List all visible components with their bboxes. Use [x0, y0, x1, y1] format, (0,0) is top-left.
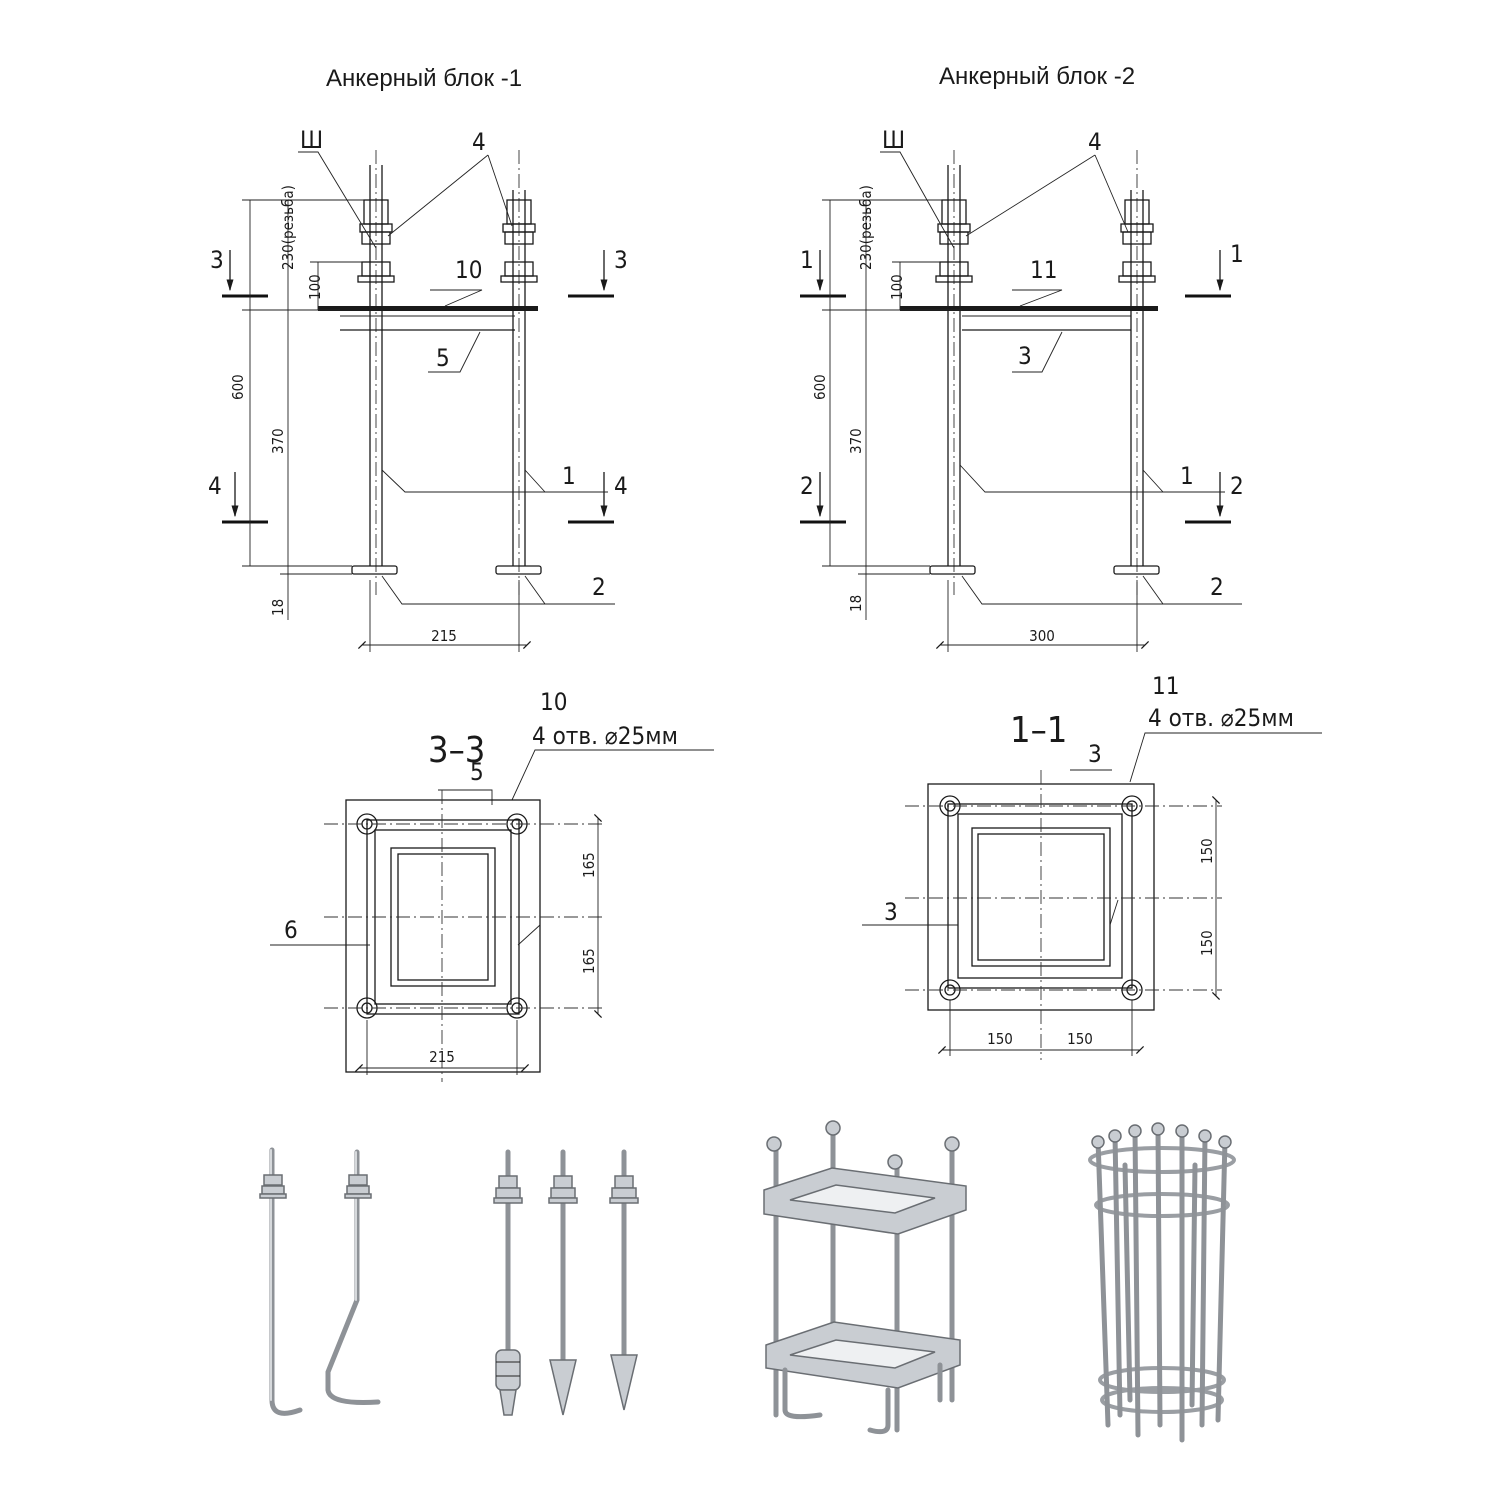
svg-text:18: 18 — [847, 595, 865, 612]
bent-anchor-bolts-icon — [259, 1147, 381, 1416]
section-1-1: 1–1 11 4 отв. ⌀25мм 3 150 150 150 150 3 — [862, 672, 1322, 1060]
svg-text:150: 150 — [1198, 930, 1216, 956]
svg-text:165: 165 — [580, 948, 598, 974]
block1-elevation: 3 3 4 4 230(резьба) 100 600 370 18 — [208, 126, 628, 652]
cone-anchor-bolts-icon — [493, 1149, 639, 1416]
block2-dims-vertical: 230(резьба) 100 600 370 18 — [811, 185, 962, 620]
svg-text:2: 2 — [592, 573, 606, 601]
anchor-block-frame-icon — [763, 1120, 967, 1435]
svg-text:1: 1 — [800, 246, 814, 274]
block2-bolt-left — [929, 150, 976, 595]
svg-text:5: 5 — [436, 344, 450, 372]
svg-text:4: 4 — [1088, 128, 1102, 156]
svg-text:1: 1 — [1230, 240, 1244, 268]
svg-text:2: 2 — [1210, 573, 1224, 601]
svg-text:300: 300 — [1029, 627, 1055, 645]
svg-text:3: 3 — [1018, 342, 1032, 370]
svg-text:6: 6 — [284, 916, 298, 944]
block1-section-mark-bottom: 4 4 — [208, 472, 628, 524]
svg-text:370: 370 — [269, 428, 287, 454]
block1-title: Анкерный блок -1 — [326, 65, 522, 92]
svg-text:4: 4 — [614, 472, 628, 500]
block1-dim-width: 215 — [357, 580, 532, 652]
svg-text:215: 215 — [429, 1048, 455, 1066]
svg-text:3: 3 — [210, 246, 224, 274]
svg-text:10: 10 — [540, 688, 567, 716]
svg-text:11: 11 — [1030, 256, 1057, 284]
block2-leaders: Ш 4 11 3 1 2 — [880, 126, 1242, 605]
svg-text:1: 1 — [1180, 462, 1194, 490]
svg-text:4: 4 — [472, 128, 486, 156]
section-1-1-holes: 4 отв. ⌀25мм — [1148, 704, 1294, 732]
block2-elevation: 1 1 2 2 230(резьба) 100 600 370 18 — [800, 126, 1244, 652]
svg-text:150: 150 — [987, 1030, 1013, 1048]
block2-section-mark-top: 1 1 — [800, 240, 1244, 298]
svg-text:3: 3 — [614, 246, 628, 274]
anchor-cage-icon — [1088, 1122, 1236, 1443]
svg-text:230(резьба): 230(резьба) — [857, 185, 875, 270]
svg-text:165: 165 — [580, 852, 598, 878]
svg-text:215: 215 — [431, 627, 457, 645]
svg-text:1: 1 — [562, 462, 576, 490]
block2-bolt-right — [1113, 150, 1160, 595]
block2-plate — [900, 306, 1158, 311]
svg-text:100: 100 — [888, 274, 906, 300]
block1-section-mark-top: 3 3 — [210, 246, 628, 298]
svg-text:230(резьба): 230(резьба) — [279, 185, 297, 270]
svg-text:2: 2 — [1230, 472, 1244, 500]
block2-dim-width: 300 — [935, 580, 1150, 652]
section-1-1-title: 1–1 — [1010, 710, 1067, 751]
block1-bolt-right — [495, 150, 542, 595]
svg-text:Ш: Ш — [882, 126, 905, 154]
svg-text:600: 600 — [811, 374, 829, 400]
svg-text:11: 11 — [1152, 672, 1179, 700]
section-3-3: 3–3 10 4 отв. ⌀25мм 5 165 165 215 — [270, 688, 714, 1082]
svg-text:150: 150 — [1067, 1030, 1093, 1048]
svg-text:600: 600 — [229, 374, 247, 400]
svg-text:370: 370 — [847, 428, 865, 454]
section-3-3-holes: 4 отв. ⌀25мм — [532, 722, 678, 750]
block2-section-mark-bottom: 2 2 — [800, 472, 1244, 524]
block1-dims-vertical: 230(резьба) 100 600 370 18 — [229, 185, 364, 620]
svg-text:150: 150 — [1198, 838, 1216, 864]
svg-text:4: 4 — [208, 472, 222, 500]
block1-bolt-left — [351, 150, 398, 595]
svg-text:10: 10 — [455, 256, 482, 284]
svg-text:18: 18 — [269, 599, 287, 616]
svg-text:100: 100 — [306, 274, 324, 300]
section-3-3-title: 3–3 — [428, 730, 485, 771]
svg-text:3: 3 — [884, 898, 898, 926]
svg-text:3: 3 — [1088, 740, 1102, 768]
block1-leaders: Ш 4 10 5 1 2 — [298, 126, 615, 605]
svg-text:2: 2 — [800, 472, 814, 500]
block2-title: Анкерный блок -2 — [939, 63, 1135, 90]
block1-plate — [318, 306, 538, 311]
svg-text:Ш: Ш — [300, 126, 323, 154]
svg-text:5: 5 — [470, 758, 484, 786]
